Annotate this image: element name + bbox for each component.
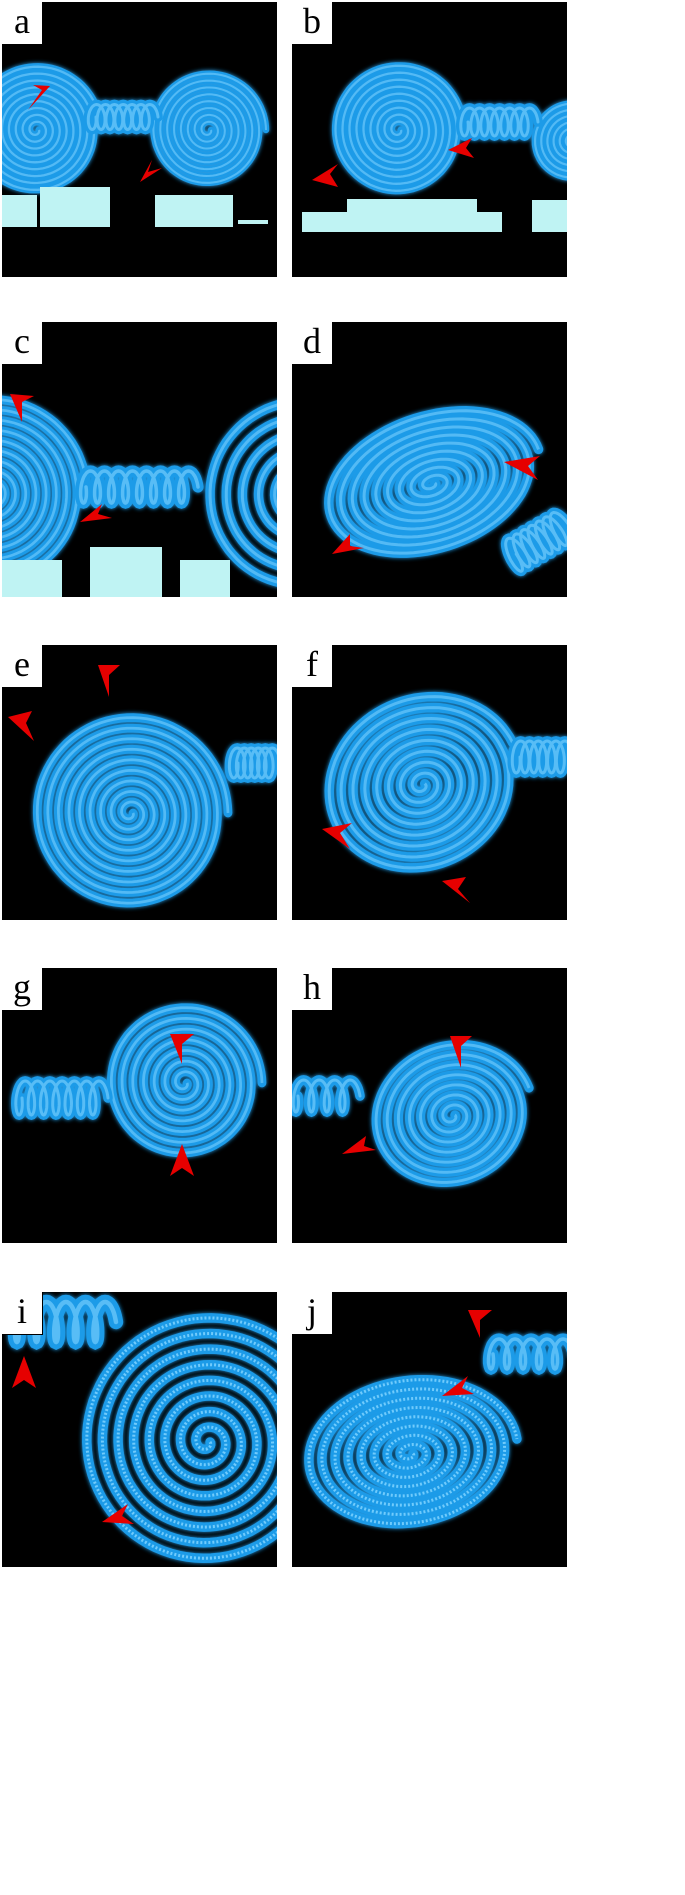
panel-j-image xyxy=(304,1310,567,1529)
platform xyxy=(238,220,268,224)
panel-label: c xyxy=(2,322,43,365)
panel-b-image xyxy=(302,62,567,232)
platform xyxy=(180,560,230,597)
panel-label: e xyxy=(2,645,43,688)
panel-j: j xyxy=(292,1292,567,1567)
helical-spring xyxy=(224,743,277,783)
red-arrowhead xyxy=(170,1034,194,1064)
red-arrowhead xyxy=(140,160,162,182)
panel-label: i xyxy=(2,1292,43,1335)
panel-label: b xyxy=(292,2,333,45)
helical-spring xyxy=(482,1333,567,1376)
red-arrowhead xyxy=(442,1376,474,1396)
panel-c: c xyxy=(2,322,277,597)
panel-g: g xyxy=(2,968,277,1243)
panel-h: h xyxy=(292,968,567,1243)
red-arrowhead xyxy=(450,1036,472,1068)
spiral-coil xyxy=(205,400,277,587)
platform xyxy=(2,195,37,227)
panel-label: a xyxy=(2,2,43,45)
spiral-coil xyxy=(371,1039,534,1187)
panel-d: d xyxy=(292,322,567,597)
helical-spring xyxy=(292,1075,365,1118)
spiral-coil xyxy=(304,1374,522,1529)
spiral-coil xyxy=(150,70,270,187)
panel-d-image xyxy=(324,406,567,577)
panel-a-image xyxy=(2,63,270,227)
red-arrowhead xyxy=(312,164,338,187)
red-arrowhead xyxy=(10,394,34,422)
red-arrowhead xyxy=(332,534,364,554)
panel-a: a xyxy=(2,2,277,277)
helical-spring xyxy=(75,465,204,509)
helical-spring xyxy=(500,507,567,577)
red-arrowhead xyxy=(170,1144,194,1176)
platform xyxy=(532,200,567,232)
platform xyxy=(40,187,110,227)
panel-label: g xyxy=(2,968,43,1011)
spiral-coil xyxy=(32,713,233,908)
helical-spring xyxy=(507,736,567,778)
panel-c-image xyxy=(2,394,277,597)
red-arrowhead xyxy=(442,877,470,903)
panel-label: j xyxy=(292,1292,333,1335)
panel-i-image xyxy=(7,1294,277,1564)
panel-b: b xyxy=(292,2,567,277)
spiral-coil xyxy=(107,1003,267,1158)
red-arrowhead xyxy=(102,1504,134,1524)
spiral-coil xyxy=(2,395,92,583)
spiral-coil xyxy=(324,691,518,873)
red-arrowhead xyxy=(468,1310,492,1338)
spiral-coil xyxy=(324,406,544,558)
helical-spring xyxy=(83,99,163,135)
red-arrowhead xyxy=(98,665,120,697)
panel-h-image xyxy=(292,1036,534,1187)
red-arrowhead xyxy=(12,1356,36,1388)
helical-spring xyxy=(456,103,543,141)
panel-label: h xyxy=(292,968,333,1011)
panel-g-image xyxy=(10,1003,267,1176)
red-arrowhead xyxy=(322,823,352,849)
spiral-coil xyxy=(2,63,105,194)
helical-spring xyxy=(10,1076,113,1121)
red-arrowhead xyxy=(8,711,34,741)
red-arrowhead xyxy=(342,1136,376,1154)
spiral-coil xyxy=(331,62,468,195)
panel-f: f xyxy=(292,645,567,920)
platform xyxy=(155,195,233,227)
panel-e: e xyxy=(2,645,277,920)
red-arrowhead xyxy=(28,85,50,110)
panel-label: d xyxy=(292,322,333,365)
red-arrowhead xyxy=(80,504,112,522)
spiral-coil xyxy=(82,1313,277,1564)
platform xyxy=(2,560,62,597)
platform xyxy=(90,547,162,597)
panel-label: f xyxy=(292,645,333,688)
red-arrowhead xyxy=(448,138,474,158)
panel-i: i xyxy=(2,1292,277,1567)
platform xyxy=(347,199,477,217)
panel-e-image xyxy=(8,665,277,908)
red-arrowhead xyxy=(504,456,540,480)
panel-f-image xyxy=(322,691,567,903)
